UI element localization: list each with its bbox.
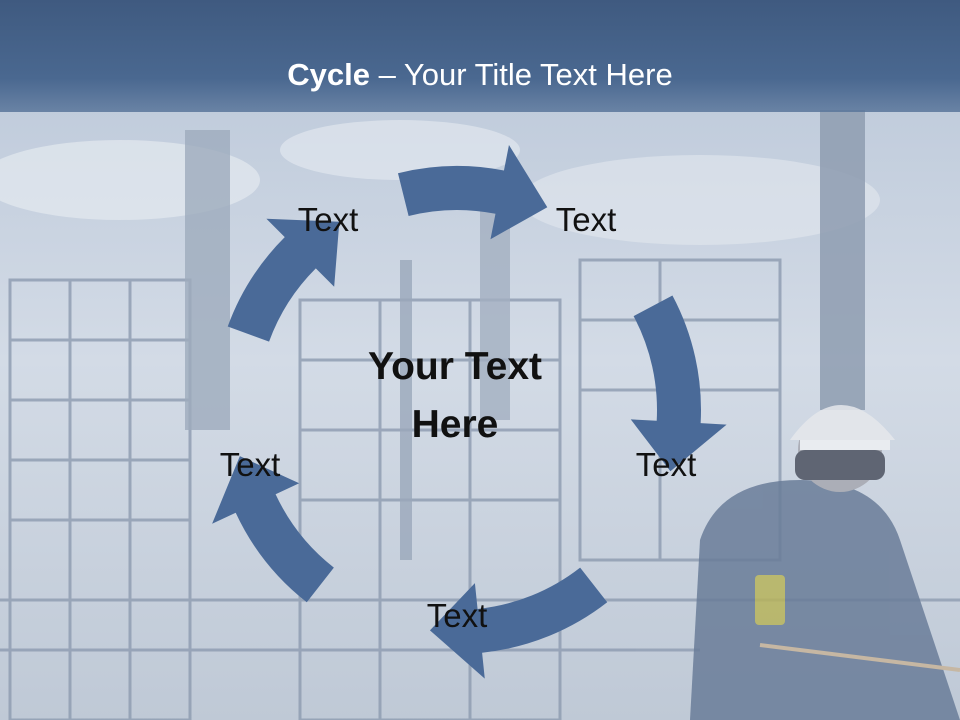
cycle-label-left: Text [219,446,281,483]
title-band [0,0,960,112]
arrow-right-upper [630,295,727,472]
slide-title: Cycle – Your Title Text Here [0,52,960,98]
title-rest: – Your Title Text Here [370,57,673,92]
arrow-left [227,218,340,342]
arrow-top [397,145,548,240]
arrow-bottom-left [212,456,334,603]
cycle-label-right: Text [635,446,697,483]
cycle-label-bottom: Text [426,597,488,634]
center-text: Your Text Here [367,345,543,446]
arrow-right-lower [429,567,608,679]
cycle-label-top-right: Text [555,201,617,238]
cycle-label-top-left: Text [297,201,359,238]
title-bold: Cycle [287,57,370,92]
